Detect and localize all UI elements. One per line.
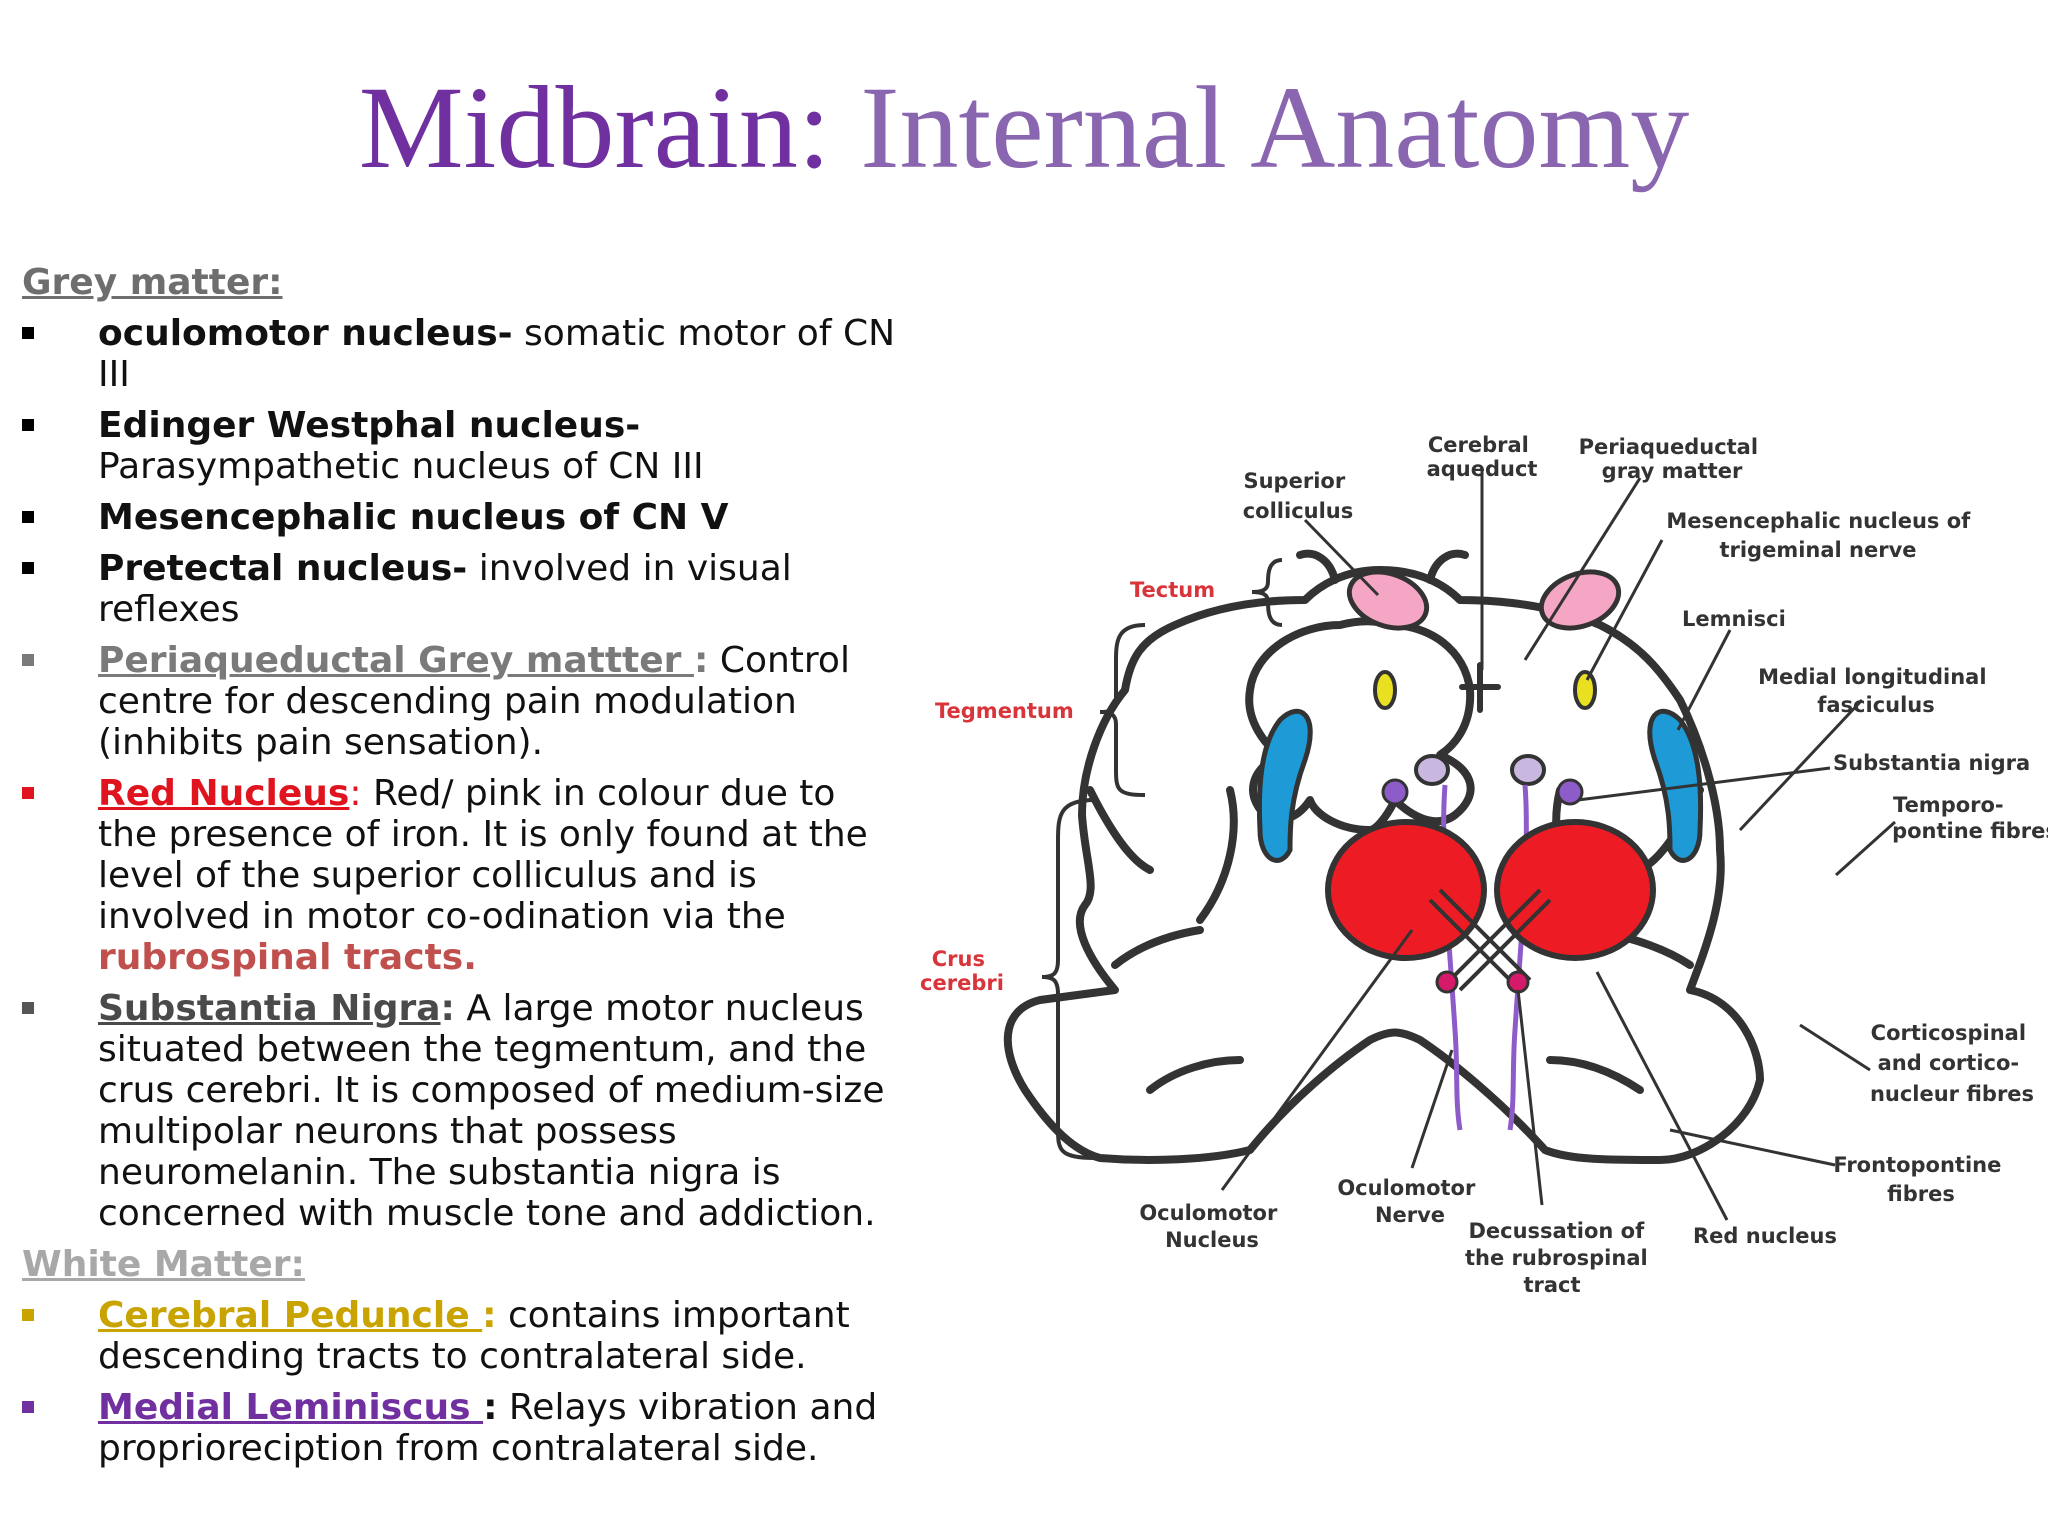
label-red-nucleus: Red nucleus xyxy=(1693,1224,1837,1248)
substantia-nigra-right xyxy=(1647,708,1704,863)
grey-matter-heading: Grey matter: xyxy=(22,262,283,303)
mesencephalic-nucleus-right xyxy=(1573,670,1597,710)
item-sep: : xyxy=(440,988,455,1029)
square-bullet-icon xyxy=(22,1401,34,1413)
label-tegmentum: Tegmentum xyxy=(935,699,1074,723)
item-term: Pretectal nucleus- xyxy=(98,548,468,589)
item-term-cerebral-peduncle: Cerebral Peduncle xyxy=(98,1295,483,1336)
slide-title: Midbrain: Internal Anatomy xyxy=(0,58,2048,198)
list-item: Medial Leminiscus : Relays vibration and… xyxy=(22,1387,902,1469)
oculomotor-nucleus-right xyxy=(1510,754,1546,786)
item-term: oculomotor nucleus- xyxy=(98,313,513,354)
label-superior-colliculus: Superior colliculus xyxy=(1243,469,1354,523)
leader-lines xyxy=(1220,470,1897,1221)
label-decussation-rubrospinal: Decussation of the rubrospinal tract xyxy=(1465,1219,1655,1297)
label-periaqueductal-gray-matter: Periaqueductal gray matter xyxy=(1579,435,1766,483)
list-item: Mesencephalic nucleus of CN V xyxy=(22,497,902,538)
label-tectum: Tectum xyxy=(1130,578,1215,602)
label-oculomotor-nucleus: Oculomotor Nucleus xyxy=(1139,1201,1284,1252)
item-term: Edinger Westphal nucleus- xyxy=(98,405,641,446)
label-temporo-pontine-fibres: Temporo- pontine fibres xyxy=(1892,793,2048,843)
midbrain-cross-section-diagram: Cerebral aqueduct Periaqueductal gray ma… xyxy=(920,433,2048,1297)
red-nucleus-right xyxy=(1494,819,1656,961)
decussation-dot-right xyxy=(1506,970,1530,994)
label-cerebral-aqueduct: Cerebral aqueduct xyxy=(1427,433,1538,481)
square-bullet-icon xyxy=(22,511,34,523)
mesencephalic-nucleus-left xyxy=(1373,670,1397,710)
item-sep: : xyxy=(349,773,362,814)
item-text: contains important descending tracts to … xyxy=(98,1295,850,1377)
item-emphasis: rubrospinal tracts. xyxy=(98,937,477,978)
label-corticospinal-fibres: Corticospinal and cortico- nucleur fibre… xyxy=(1870,1021,2034,1106)
diagram-braces xyxy=(1041,558,1283,1160)
notes-panel: Grey matter: oculomotor nucleus- somatic… xyxy=(22,262,902,1479)
decussation-dot-left xyxy=(1435,970,1459,994)
square-bullet-icon xyxy=(22,787,34,799)
white-matter-heading: White Matter: xyxy=(22,1244,305,1285)
item-term-red-nucleus: Red Nucleus xyxy=(98,773,350,814)
item-sep: : xyxy=(482,1295,497,1336)
edinger-westphal-left xyxy=(1381,778,1409,806)
list-item: Edinger Westphal nucleus- Parasympatheti… xyxy=(22,405,902,487)
item-text: somatic motor of CN III xyxy=(98,313,896,395)
label-medial-longitudinal-fasciculus: Medial longitudinal fasciculus xyxy=(1758,665,1994,717)
square-bullet-icon xyxy=(22,1309,34,1321)
rubrospinal-decussation xyxy=(1428,888,1552,992)
label-frontopontine-fibres: Frontopontine fibres xyxy=(1833,1153,2008,1206)
item-term-substantia-nigra: Substantia Nigra xyxy=(98,988,441,1029)
item-sep: : xyxy=(693,640,709,681)
list-item: Cerebral Peduncle : contains important d… xyxy=(22,1295,902,1377)
superior-colliculus-right xyxy=(1538,569,1622,631)
title-part-internal-anatomy: Internal Anatomy xyxy=(860,62,1690,193)
item-text: Parasympathetic nucleus of CN III xyxy=(98,446,704,487)
square-bullet-icon xyxy=(22,562,34,574)
square-bullet-icon xyxy=(22,327,34,339)
list-item: Substantia Nigra: A large motor nucleus … xyxy=(22,988,902,1234)
square-bullet-icon xyxy=(22,419,34,431)
item-text: Red/ pink in colour due to the presence … xyxy=(98,773,868,937)
square-bullet-icon xyxy=(22,654,34,666)
title-part-midbrain: Midbrain: xyxy=(358,62,831,193)
substantia-nigra-left xyxy=(1256,708,1313,863)
list-item: oculomotor nucleus- somatic motor of CN … xyxy=(22,313,902,395)
item-text: involved in visual reflexes xyxy=(98,548,792,630)
list-item: Pretectal nucleus- involved in visual re… xyxy=(22,548,902,630)
label-oculomotor-nerve: Oculomotor Nerve xyxy=(1337,1176,1482,1227)
list-item: Red Nucleus: Red/ pink in colour due to … xyxy=(22,773,902,978)
label-crus-cerebri: Crus cerebri xyxy=(920,947,1004,995)
item-term: Mesencephalic nucleus of CN V xyxy=(98,497,729,538)
item-text: Control centre for descending pain modul… xyxy=(98,640,850,763)
label-lemnisci: Lemnisci xyxy=(1682,607,1786,631)
red-nucleus-left xyxy=(1325,819,1487,961)
item-text: A large motor nucleus situated between t… xyxy=(98,988,885,1234)
item-sep: : xyxy=(483,1387,498,1428)
label-mesencephalic-nucleus: Mesencephalic nucleus of trigeminal nerv… xyxy=(1666,509,1977,562)
oculomotor-nucleus-left xyxy=(1414,754,1450,786)
square-bullet-icon xyxy=(22,1002,34,1014)
item-text: Relays vibration and proprioreciption fr… xyxy=(98,1387,878,1469)
item-term-medial-leminiscus: Medial Leminiscus xyxy=(98,1387,484,1428)
edinger-westphal-right xyxy=(1556,778,1584,806)
item-term-periaqueductal: Periaqueductal Grey mattter xyxy=(98,640,694,681)
list-item: Periaqueductal Grey mattter : Control ce… xyxy=(22,640,902,763)
label-substantia-nigra: Substantia nigra xyxy=(1833,751,2030,775)
